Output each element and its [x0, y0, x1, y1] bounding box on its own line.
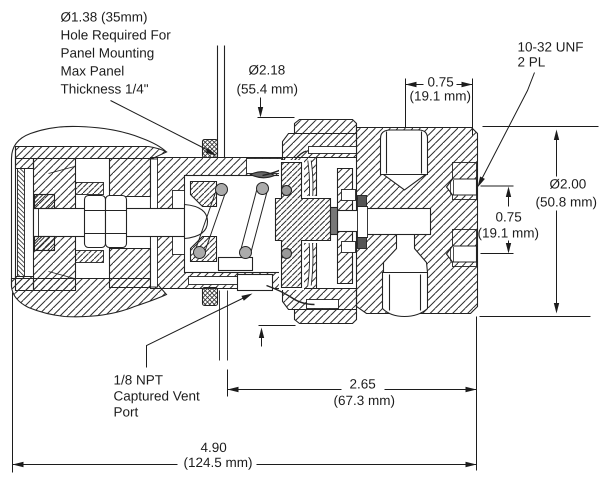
svg-text:Ø1.38 (35mm): Ø1.38 (35mm) [61, 10, 148, 25]
svg-text:4.90: 4.90 [201, 440, 227, 455]
svg-text:(55.4 mm): (55.4 mm) [237, 82, 299, 97]
svg-text:Max Panel: Max Panel [61, 64, 125, 79]
svg-text:2.65: 2.65 [350, 377, 376, 392]
svg-text:Hole Required For: Hole Required For [61, 28, 172, 43]
svg-text:1/8 NPT: 1/8 NPT [114, 373, 164, 388]
svg-text:0.75: 0.75 [428, 75, 454, 90]
svg-text:Captured Vent: Captured Vent [114, 389, 201, 404]
svg-text:10-32 UNF: 10-32 UNF [518, 40, 584, 55]
svg-text:(50.8 mm): (50.8 mm) [536, 195, 598, 210]
svg-text:(124.5 mm): (124.5 mm) [184, 455, 253, 470]
svg-text:(19.1 mm): (19.1 mm) [410, 89, 472, 104]
svg-text:2 PL: 2 PL [518, 55, 546, 70]
svg-text:Ø2.18: Ø2.18 [249, 63, 286, 78]
svg-text:Port: Port [114, 405, 139, 420]
svg-text:Panel Mounting: Panel Mounting [61, 46, 155, 61]
svg-text:(19.1 mm): (19.1 mm) [478, 226, 540, 241]
svg-text:Ø2.00: Ø2.00 [550, 177, 587, 192]
svg-text:0.75: 0.75 [496, 210, 522, 225]
svg-text:(67.3 mm): (67.3 mm) [334, 393, 396, 408]
svg-text:Thickness 1/4": Thickness 1/4" [61, 82, 149, 97]
